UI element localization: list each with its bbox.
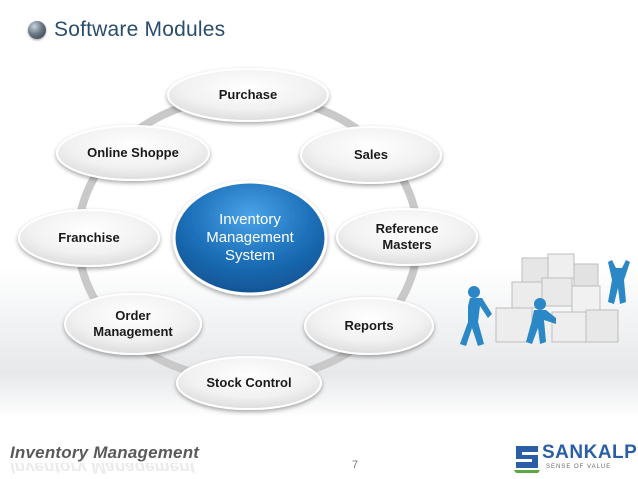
center-label: Inventory Management System <box>206 211 294 264</box>
company-logo: SANKALP SENSE OF VALUE <box>512 440 637 476</box>
footer-title-reflection: Inventory Management <box>10 463 196 477</box>
node-label-order-management: Order Management <box>93 307 173 339</box>
title-row: Software Modules <box>28 18 225 42</box>
page-number: 7 <box>352 459 359 471</box>
logo-name: SANKALP <box>542 442 638 463</box>
workers-boxes-illustration <box>460 253 630 346</box>
node-label-reports: Reports <box>344 317 394 333</box>
node-stock-control <box>176 356 322 410</box>
node-sales <box>300 126 442 184</box>
footer-title: Inventory Management <box>10 443 200 462</box>
node-reports <box>304 297 434 355</box>
node-label-purchase: Purchase <box>218 86 278 102</box>
node-reference-masters <box>336 208 478 266</box>
logo-tagline: SENSE OF VALUE <box>546 464 612 470</box>
node-franchise <box>18 209 160 267</box>
bullet-icon <box>28 21 46 39</box>
node-label-franchise: Franchise <box>58 229 120 245</box>
node-order-management <box>64 293 202 355</box>
node-label-sales: Sales <box>354 146 388 162</box>
box-stack <box>495 253 619 343</box>
node-online-shoppe <box>56 125 210 181</box>
node-label-reference-masters: Reference Masters <box>375 220 439 252</box>
slide-title: Software Modules <box>54 18 226 41</box>
node-label-stock-control: Stock Control <box>206 374 292 390</box>
node-label-online-shoppe: Online Shoppe <box>87 144 179 160</box>
worker-figures <box>460 260 630 346</box>
logo-mark-icon <box>514 446 540 473</box>
node-purchase <box>167 68 329 122</box>
center-node <box>172 180 328 296</box>
